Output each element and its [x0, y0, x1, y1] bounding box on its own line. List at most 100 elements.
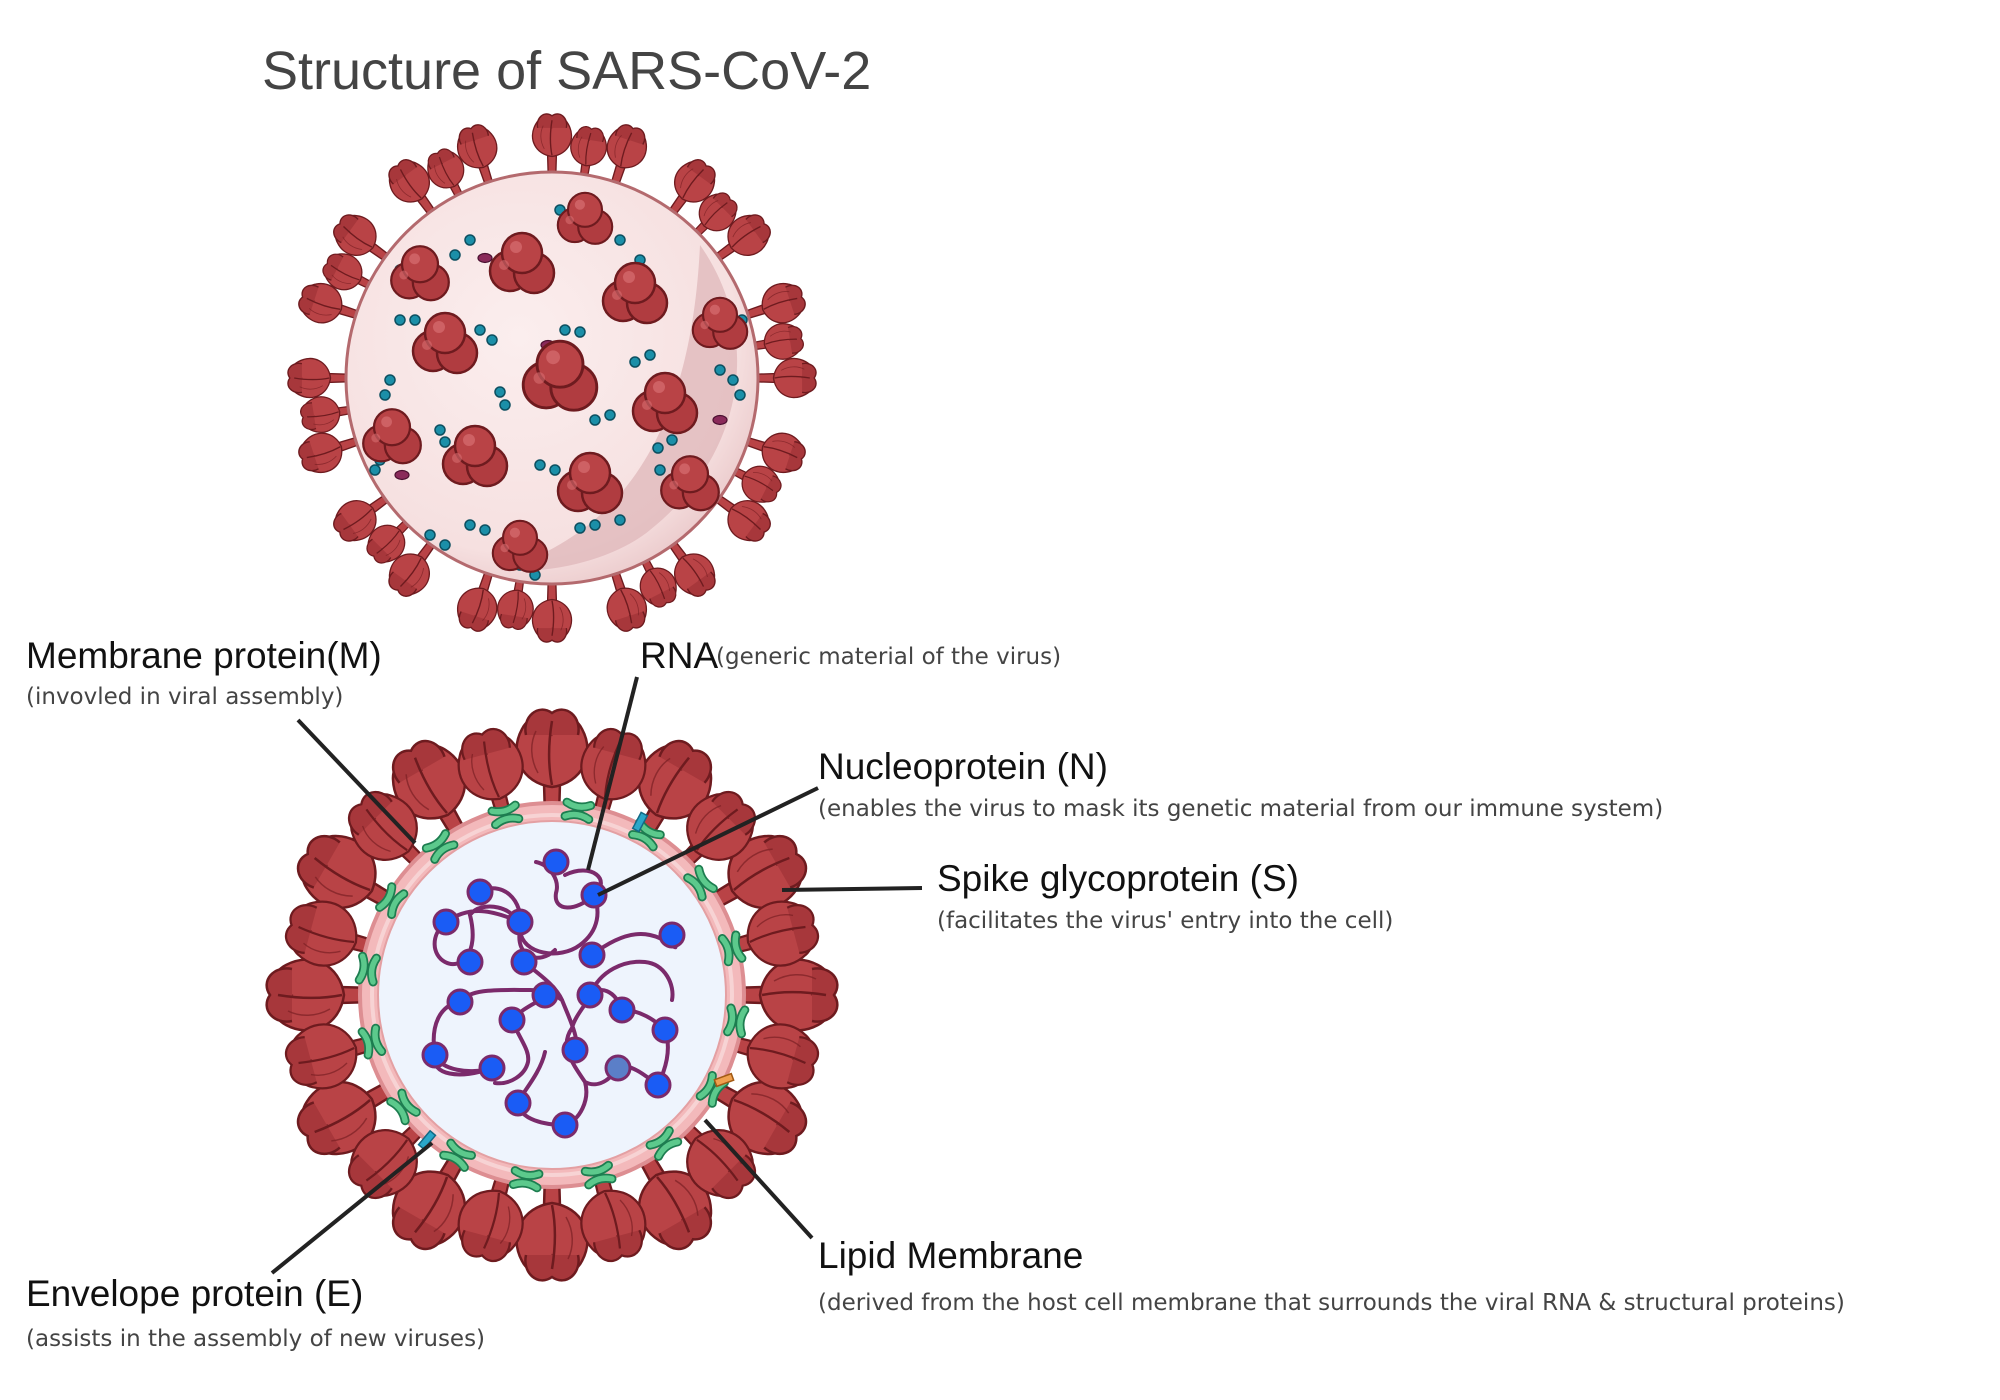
membrane-protein [492, 805, 519, 825]
surface-dot [434, 424, 446, 436]
surface-dot [486, 334, 498, 346]
surface-marker [394, 469, 410, 481]
membrane-protein [722, 935, 742, 962]
label-nucleoprotein: Nucleoprotein (N) [818, 746, 1108, 787]
surface-dot [644, 349, 656, 361]
surface-dot [604, 409, 616, 421]
desc-membrane-protein: (invovled in viral assembly) [26, 684, 344, 710]
spike-glycoprotein [515, 708, 589, 819]
surface-dot [666, 434, 678, 446]
surface-dot [652, 442, 664, 454]
desc-spike-glycoprotein: (facilitates the virus' entry into the c… [937, 908, 1394, 934]
nucleoprotein [608, 996, 636, 1024]
surface-dot [439, 436, 451, 448]
surface-dot [384, 374, 396, 386]
nucleoprotein [551, 1111, 579, 1139]
nucleoprotein [498, 1006, 526, 1034]
nucleoprotein [478, 1054, 506, 1082]
surface-dot [464, 519, 476, 531]
surface-dot [614, 234, 626, 246]
nucleoprotein [531, 981, 559, 1009]
surface-dot [614, 514, 626, 526]
surface-dot [589, 414, 601, 426]
nucleoprotein [578, 941, 606, 969]
nucleoprotein [432, 908, 460, 936]
membrane-protein [513, 1171, 539, 1188]
surface-dot [629, 356, 641, 368]
surface-dot [654, 464, 666, 476]
surface-dot [449, 249, 461, 261]
spike-glycoprotein [265, 958, 376, 1032]
surface-dot [464, 234, 476, 246]
desc-envelope-protein: (assists in the assembly of new viruses) [26, 1326, 486, 1352]
desc-lipid-membrane: (derived from the host cell membrane tha… [818, 1290, 1845, 1316]
nucleoprotein [506, 908, 534, 936]
nucleoprotein [604, 1054, 632, 1082]
label-membrane-protein: Membrane protein(M) [26, 635, 382, 676]
membrane-protein [359, 956, 376, 982]
surface-dot [549, 464, 561, 476]
nucleoprotein [446, 988, 474, 1016]
surface-dot [409, 314, 421, 326]
surface-spike [756, 357, 817, 399]
nucleoprotein [466, 878, 494, 906]
nucleoprotein [421, 1041, 449, 1069]
surface-dot [479, 524, 491, 536]
surface-marker [477, 252, 493, 264]
leader-membrane [296, 718, 417, 845]
label-envelope-protein: Envelope protein (E) [26, 1273, 364, 1314]
surface-dot [714, 364, 726, 376]
leader-rna [586, 676, 639, 871]
leader-nucleoprotein [597, 786, 819, 897]
nucleoprotein [658, 921, 686, 949]
surface-dot [534, 459, 546, 471]
nucleoprotein [504, 1089, 532, 1117]
spike-glycoprotein [515, 1171, 589, 1282]
surface-marker [712, 414, 728, 426]
virion-3d-illustration [287, 113, 817, 643]
surface-spike [287, 357, 348, 399]
surface-dot [379, 389, 391, 401]
nucleoprotein [456, 948, 484, 976]
desc-nucleoprotein: (enables the virus to mask its genetic m… [818, 796, 1664, 822]
leader-lipid [703, 1118, 814, 1240]
surface-dot [424, 529, 436, 541]
membrane-protein [362, 1028, 382, 1055]
envelope-proteins [417, 811, 735, 1151]
page-title: Structure of SARS-CoV-2 [262, 41, 872, 101]
nucleoprotein [510, 948, 538, 976]
spike-glycoprotein [728, 958, 839, 1032]
surface-dot [394, 314, 406, 326]
surface-spike [531, 582, 573, 643]
leader-spike [781, 886, 923, 892]
nucleoprotein [644, 1071, 672, 1099]
virion-cross-section [265, 708, 839, 1282]
surface-dot [574, 522, 586, 534]
desc-rna: (generic material of the virus) [716, 644, 1062, 670]
nucleoprotein [576, 981, 604, 1009]
membrane-protein [585, 1165, 612, 1185]
surface-dot [727, 374, 739, 386]
surface-dot [574, 326, 586, 338]
label-lipid-membrane: Lipid Membrane [818, 1235, 1084, 1276]
surface-dot [474, 324, 486, 336]
surface-spike [531, 113, 573, 174]
surface-dot [589, 519, 601, 531]
leader-envelope [270, 1141, 434, 1275]
membrane-protein [565, 802, 591, 819]
surface-dot [499, 399, 511, 411]
nucleoprotein [580, 881, 608, 909]
nucleoprotein [542, 848, 570, 876]
leader-lines [270, 676, 923, 1275]
membrane-protein [728, 1008, 745, 1034]
nucleoprotein [651, 1016, 679, 1044]
label-spike-glycoprotein: Spike glycoprotein (S) [937, 858, 1299, 899]
label-rna: RNA [640, 635, 719, 676]
surface-dot [439, 539, 451, 551]
surface-dot [369, 464, 381, 476]
surface-dot [559, 324, 571, 336]
surface-dot [494, 386, 506, 398]
surface-dot [734, 389, 746, 401]
